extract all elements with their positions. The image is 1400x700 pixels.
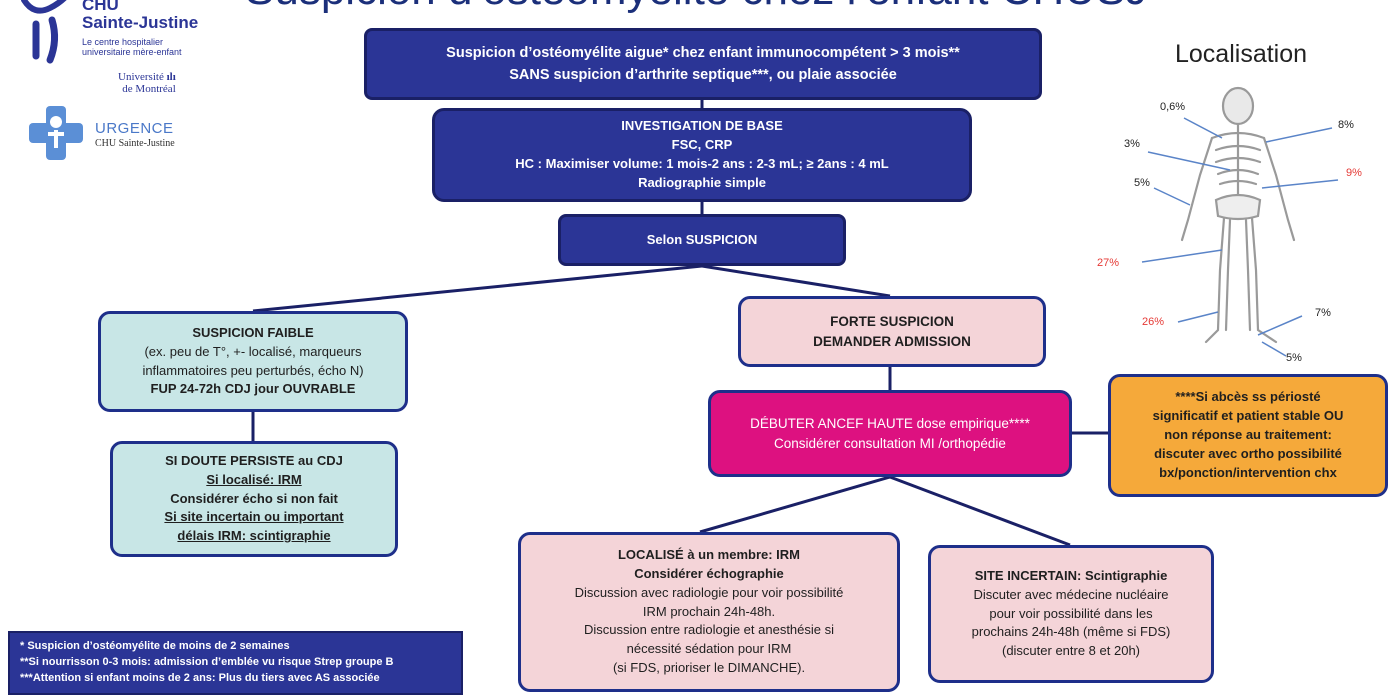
- chu-logo-icon: [21, 0, 67, 64]
- pct-label-skull: 0,6%: [1160, 101, 1186, 113]
- pct-label-pelvis: 9%: [1346, 167, 1362, 179]
- box-suspicion-faible: SUSPICION FAIBLE (ex. peu de T°, +- loca…: [98, 311, 408, 412]
- box-debuter-ancef: DÉBUTER ANCEF HAUTE dose empirique**** C…: [708, 390, 1072, 477]
- box-suspicion-aigue: Suspicion d’ostéomyélite aigue* chez enf…: [364, 28, 1042, 100]
- urgence-label: URGENCE: [95, 120, 174, 137]
- page-title: Suspicion d’ostéomyélite chez l’enfant C…: [245, 0, 1147, 12]
- footnote-3: ***Attention si enfant moins de 2 ans: P…: [20, 671, 380, 684]
- box-si-doute-persiste: SI DOUTE PERSISTE au CDJ Si localisé: IR…: [110, 441, 398, 557]
- footnote-1: * Suspicion d’ostéomyélite de moins de 2…: [20, 640, 290, 652]
- footnotes-box: * Suspicion d’ostéomyélite de moins de 2…: [8, 631, 463, 695]
- box-site-incertain: SITE INCERTAIN: Scintigraphie Discuter a…: [928, 545, 1214, 683]
- pct-label-foot: 5%: [1286, 352, 1302, 364]
- box-localise-membre: LOCALISÉ à un membre: IRM Considérer éch…: [518, 532, 900, 692]
- urgence-sublabel: CHU Sainte-Justine: [95, 138, 175, 149]
- udem-logo: Université ılı de Montréal: [118, 71, 176, 95]
- chu-logo-text: CHU Sainte-Justine: [82, 0, 199, 32]
- box-forte-suspicion: FORTE SUSPICION DEMANDER ADMISSION: [738, 296, 1046, 367]
- pct-label-arm: 5%: [1134, 177, 1150, 189]
- urgence-cross-icon: [29, 106, 83, 160]
- box-abces-periosté: ****Si abcès ss périosté significatif et…: [1108, 374, 1388, 497]
- localisation-title: Localisation: [1175, 40, 1308, 68]
- footnote-2: **Si nourrisson 0-3 mois: admission d’em…: [20, 655, 394, 668]
- pct-label-fibula: 7%: [1315, 307, 1331, 319]
- box-investigation-base: INVESTIGATION DE BASE FSC, CRP HC : Maxi…: [432, 108, 972, 202]
- pct-label-spine: 8%: [1338, 119, 1354, 131]
- pct-label-ribs: 3%: [1124, 138, 1140, 150]
- box-selon-suspicion: Selon SUSPICION: [558, 214, 846, 266]
- skeleton-icon: [1141, 86, 1339, 357]
- pct-label-femur: 27%: [1097, 257, 1120, 269]
- pct-label-tibia: 26%: [1142, 316, 1165, 328]
- chu-logo-tagline: Le centre hospitalier universitaire mère…: [82, 37, 182, 57]
